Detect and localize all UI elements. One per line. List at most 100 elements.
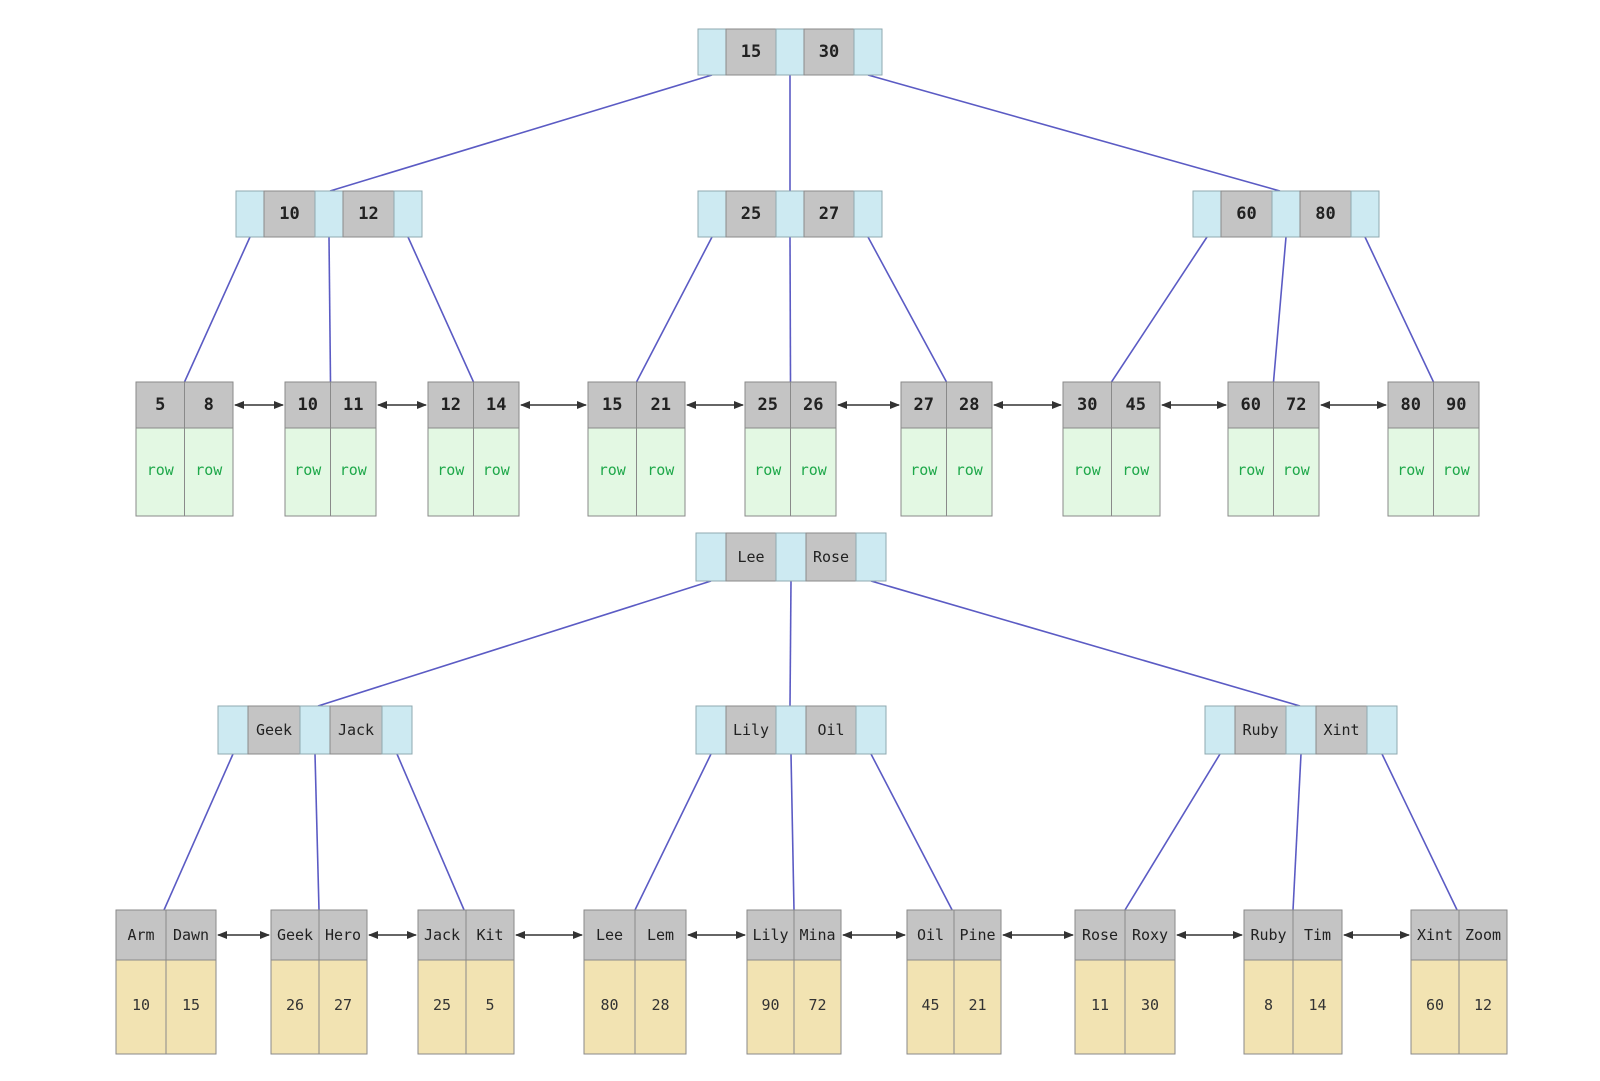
tree-edge	[1272, 236, 1287, 383]
leaf-data-text: row	[1443, 461, 1471, 479]
pointer-cell	[853, 28, 883, 76]
leaf-data-cell	[1292, 959, 1343, 1055]
leaf-key-text: 8	[204, 395, 214, 415]
leaf-data-cell	[115, 959, 167, 1055]
leaf-key-cell	[1410, 909, 1460, 961]
key-cell	[805, 705, 857, 755]
leaf-data-cell	[1273, 427, 1320, 517]
tree-edge	[789, 236, 792, 383]
leaf-key-text: 45	[1126, 395, 1146, 415]
pointer-cell	[855, 532, 887, 582]
leaf-key-text: 90	[1446, 395, 1466, 415]
leaf-data-text: row	[483, 461, 511, 479]
leaf-key-text: 25	[758, 395, 778, 415]
leaf-key-text: Mina	[799, 926, 835, 944]
node-key-text: 12	[358, 204, 378, 224]
leaf-key-cell	[587, 381, 637, 429]
leaf-key-text: Lee	[596, 926, 623, 944]
leaf-data-text: row	[599, 461, 627, 479]
key-cell	[1234, 705, 1287, 755]
key-cell	[1220, 190, 1273, 238]
node-key-text: Xint	[1323, 721, 1359, 739]
leaf-key-text: Oil	[917, 926, 944, 944]
leaf-key-text: Ruby	[1250, 926, 1286, 944]
leaf-key-text: 26	[803, 395, 823, 415]
leaf-key-cell	[135, 381, 185, 429]
leaf-data-text: row	[1283, 461, 1311, 479]
leaf-data-cell	[270, 959, 320, 1055]
leaf-data-text: row	[647, 461, 675, 479]
leaf-data-cell	[790, 427, 837, 517]
leaf-key-cell	[465, 909, 515, 961]
leaf-data-text: 25	[433, 996, 451, 1014]
pointer-cell	[381, 705, 413, 755]
pointer-cell	[775, 28, 805, 76]
leaf-key-text: 5	[155, 395, 165, 415]
pointer-cell	[695, 532, 727, 582]
leaf-key-text: Lily	[752, 926, 788, 944]
tree-edge	[867, 236, 948, 383]
leaf-data-cell	[1124, 959, 1176, 1055]
pointer-cell	[217, 705, 249, 755]
leaf-key-text: 14	[486, 395, 506, 415]
leaf-key-cell	[900, 381, 947, 429]
leaf-key-text: 28	[959, 395, 979, 415]
pointer-cell	[697, 28, 727, 76]
leaf-data-cell	[1074, 959, 1126, 1055]
leaf-data-text: 60	[1426, 996, 1444, 1014]
leaf-key-text: Pine	[959, 926, 995, 944]
leaf-data-text: 12	[1474, 996, 1492, 1014]
leaf-key-cell	[1292, 909, 1343, 961]
edges-layer	[163, 74, 1458, 911]
leaf-data-text: row	[800, 461, 828, 479]
tree-edge	[407, 236, 475, 383]
key-cell	[329, 705, 383, 755]
node-key-text: Rose	[813, 548, 849, 566]
tree-edge	[329, 74, 713, 192]
leaf-key-cell	[790, 381, 837, 429]
leaf-data-text: row	[195, 461, 223, 479]
tree-edge	[867, 74, 1281, 192]
leaf-key-text: 21	[651, 395, 671, 415]
leaf-key-text: 80	[1401, 395, 1421, 415]
key-cell	[342, 190, 395, 238]
tree-edge	[1292, 753, 1302, 911]
pointer-cell	[314, 190, 344, 238]
leaf-data-text: row	[294, 461, 322, 479]
leaf-data-text: 72	[808, 996, 826, 1014]
leaf-key-cell	[1273, 381, 1320, 429]
leaf-data-text: 14	[1308, 996, 1326, 1014]
leaf-data-cell	[587, 427, 637, 517]
leaf-key-cell	[473, 381, 520, 429]
leaf-key-text: Roxy	[1132, 926, 1168, 944]
node-key-text: 15	[741, 42, 761, 62]
leaf-data-cell	[953, 959, 1002, 1055]
key-cell	[725, 28, 777, 76]
key-cell	[1299, 190, 1352, 238]
leaf-key-cell	[636, 381, 686, 429]
tree-edge	[1364, 236, 1435, 383]
leaf-data-cell	[946, 427, 993, 517]
leaf-key-cell	[318, 909, 368, 961]
leaf-key-cell	[165, 909, 217, 961]
leaf-data-cell	[906, 959, 955, 1055]
leaf-key-text: 60	[1241, 395, 1261, 415]
tree-edge	[790, 753, 795, 911]
leaf-key-text: Hero	[325, 926, 361, 944]
node-key-text: Ruby	[1242, 721, 1278, 739]
leaf-data-cell	[583, 959, 636, 1055]
node-key-text: Lily	[733, 721, 769, 739]
key-cell	[725, 190, 777, 238]
tree-edge	[1124, 753, 1221, 911]
node-key-text: Jack	[338, 721, 374, 739]
leaf-key-text: Geek	[277, 926, 313, 944]
